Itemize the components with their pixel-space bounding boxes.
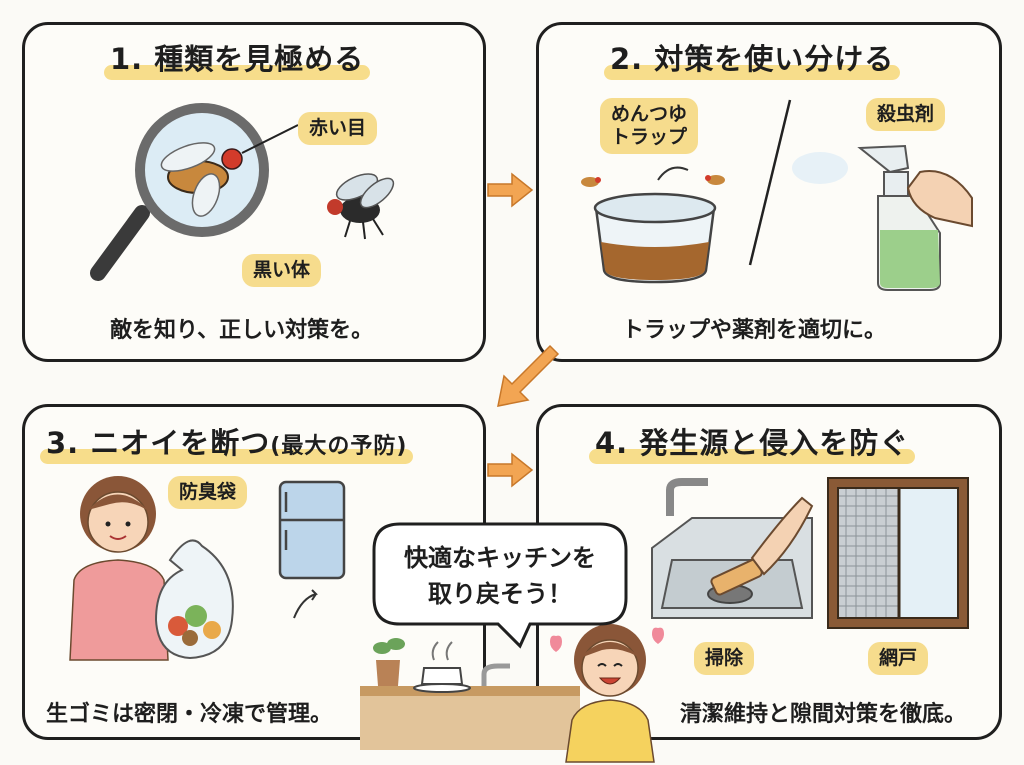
arrow-diagonal-icon xyxy=(497,344,560,407)
magnifier-fruit-fly-icon xyxy=(90,103,299,281)
panel1-title: 1. 種類を見極める xyxy=(104,36,371,80)
speech-bubble-icon xyxy=(372,522,628,649)
panel3-caption: 生ゴミは密閉・冷凍で管理。 xyxy=(46,702,333,727)
tag-red-eye: 赤い目 xyxy=(298,112,378,145)
arrow-right-1-icon xyxy=(487,172,534,208)
tag-insecticide: 殺虫剤 xyxy=(866,98,946,131)
tag-cleaning: 掃除 xyxy=(694,642,755,675)
smiling-woman-icon xyxy=(550,624,664,763)
tag-mentsuyu-trap: めんつゆ トラップ xyxy=(600,98,699,154)
woman-with-bag-icon xyxy=(69,476,234,661)
panel2-caption: トラップや薬剤を適切に。 xyxy=(622,318,887,343)
panel3-title: 3. ニオイを断つ(最大の予防) xyxy=(40,420,414,464)
panel4-caption: 清潔維持と隙間対策を徹底。 xyxy=(680,702,967,727)
tag-window-screen: 網戸 xyxy=(868,642,929,675)
panel1-caption: 敵を知り、正しい対策を。 xyxy=(110,318,374,343)
panel2-title: 2. 対策を使い分ける xyxy=(604,36,901,80)
kitchen-counter-scene-icon xyxy=(360,638,580,750)
black-fly-icon xyxy=(327,173,395,240)
tag-odor-proof-bag: 防臭袋 xyxy=(168,476,248,509)
sink-brush-icon xyxy=(651,478,814,619)
refrigerator-icon xyxy=(278,480,346,619)
spray-bottle-icon xyxy=(792,144,973,291)
speech-bubble-text: 快適なキッチンを 取り戻そう！ xyxy=(404,544,596,608)
window-screen-icon xyxy=(827,477,969,629)
tag-black-body: 黒い体 xyxy=(242,254,322,287)
arrow-right-2-icon xyxy=(487,452,534,488)
panel4-title: 4. 発生源と侵入を防ぐ xyxy=(589,420,916,464)
trap-container-icon xyxy=(581,166,725,284)
divider-slash-icon xyxy=(748,99,792,266)
